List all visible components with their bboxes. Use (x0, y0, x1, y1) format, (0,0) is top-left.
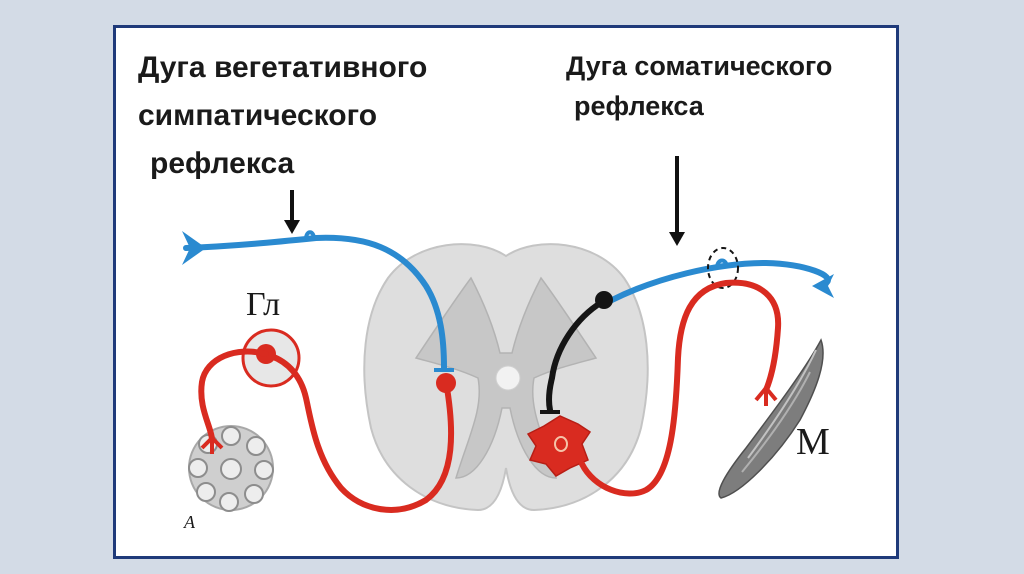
vegetative-reflex-arc-title: Дуга вегетативного симпатического рефлек… (138, 44, 427, 188)
somatic-reflex-arc-title: Дуга соматического рефлекса (566, 46, 832, 126)
somatic-sensory-fiber (609, 259, 831, 303)
vegetative-sensory-fiber (183, 234, 447, 371)
somatic-motor-neuron-body (526, 415, 592, 477)
somatic-title-line1: Дуга соматического (566, 51, 833, 81)
central-canal (495, 365, 521, 391)
vegetative-preganglionic-fiber (268, 353, 455, 513)
vegetative-title-line3: рефлекса (150, 147, 295, 180)
muscle-label: М (796, 421, 830, 463)
interneuron-body (595, 291, 613, 309)
ganglion-label: Гл (246, 286, 281, 323)
somatic-motor-fiber (579, 279, 782, 497)
vegetative-title-line1: Дуга вегетативного (138, 51, 428, 84)
vegetative-intercalary-neuron-body (436, 373, 456, 393)
arrow-down-left (284, 190, 300, 234)
interneuron (545, 299, 605, 413)
vegetative-title-line2: симпатического (138, 99, 378, 132)
skeletal-muscle (718, 338, 824, 499)
organ-label: А (184, 512, 195, 532)
vegetative-receptor-ending (182, 231, 206, 265)
vegetative-sensory-bump (304, 230, 316, 240)
slide-frame: Дуга вегетативного симпатического рефлек… (113, 25, 899, 559)
motor-neuron-nucleus (554, 436, 568, 452)
somatic-title-line2: рефлекса (574, 91, 704, 121)
glandular-organ (188, 425, 274, 512)
arrow-down-right (669, 156, 685, 246)
vegetative-postganglionic-fiber (198, 348, 269, 443)
reflex-arc-diagram (182, 156, 834, 513)
somatic-sensory-bump (715, 258, 729, 269)
somatic-ganglion-dashed-circle (707, 247, 739, 289)
vegetative-effector-ending (200, 435, 224, 454)
somatic-receptor-ending (812, 274, 834, 298)
somatic-effector-ending (754, 384, 778, 406)
